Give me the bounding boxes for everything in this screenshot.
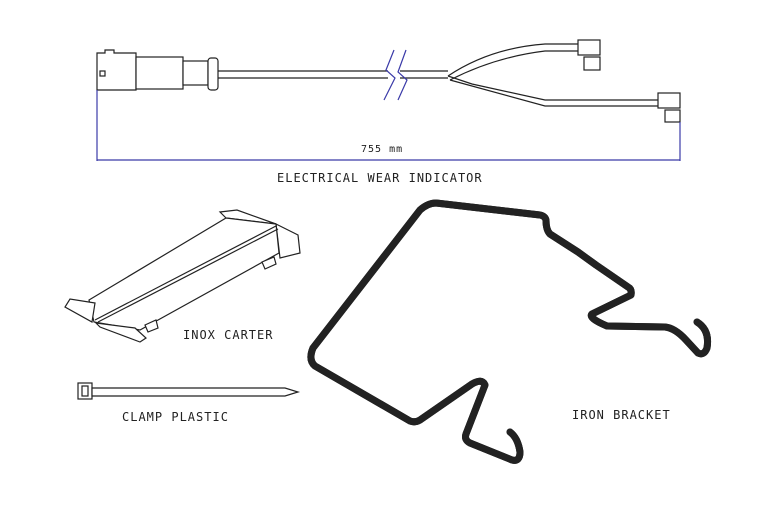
break-symbol [383, 49, 408, 101]
inox-carter-drawing [64, 209, 301, 343]
connector-latch [99, 70, 106, 77]
main-connector [96, 49, 137, 91]
wear-indicator-drawing [96, 39, 681, 161]
dimension-label: 755 mm [361, 144, 404, 155]
sensor-tip-1 [583, 56, 601, 71]
lower-branch [447, 75, 658, 107]
clamp-plastic-drawing [77, 382, 301, 400]
upper-branch [447, 43, 578, 81]
iron-bracket-drawing [311, 199, 708, 460]
sensor-connector-2 [657, 92, 681, 109]
connector-flange [207, 57, 219, 91]
iron-bracket-label: IRON BRACKET [572, 408, 671, 422]
inox-carter-label: INOX CARTER [183, 328, 274, 342]
sensor-connector-1 [577, 39, 601, 56]
clamp-plastic-label: CLAMP PLASTIC [122, 410, 229, 424]
connector-neck [182, 60, 209, 86]
connector-body [135, 56, 184, 90]
wear-indicator-label: ELECTRICAL WEAR INDICATOR [277, 171, 483, 185]
sensor-tip-2 [664, 109, 681, 123]
